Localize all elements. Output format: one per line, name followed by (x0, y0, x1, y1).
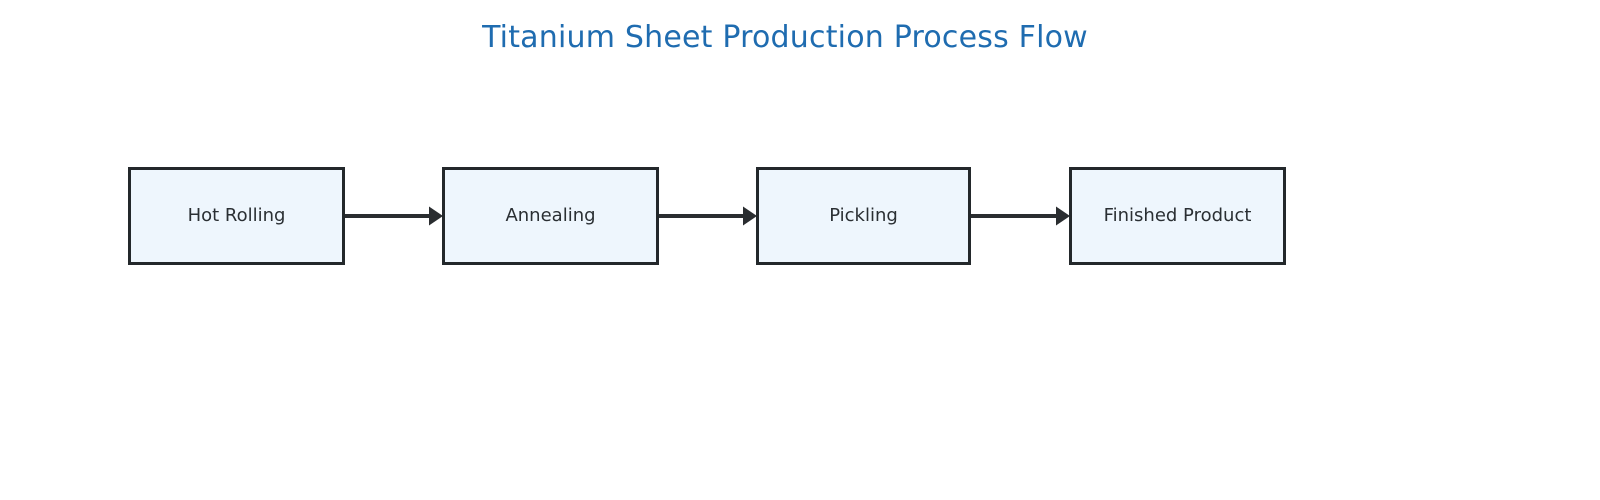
flow-node-label: Annealing (505, 205, 596, 226)
flow-connector-hot-rolling-to-annealing (345, 202, 443, 230)
arrow-right-icon (345, 206, 443, 226)
flow-node-pickling[interactable]: Pickling (756, 167, 971, 265)
arrow-right-icon (659, 206, 757, 226)
page-title: Titanium Sheet Production Process Flow (482, 20, 1088, 55)
flow-node-label: Hot Rolling (187, 205, 286, 226)
arrow-right-icon (971, 206, 1070, 226)
flow-connector-annealing-to-pickling (659, 202, 757, 230)
flow-node-label: Pickling (829, 205, 898, 226)
flow-connector-pickling-to-finished-product (971, 202, 1070, 230)
flow-node-label: Finished Product (1103, 205, 1252, 226)
flow-node-finished-product[interactable]: Finished Product (1069, 167, 1286, 265)
flow-node-hot-rolling[interactable]: Hot Rolling (128, 167, 345, 265)
flow-node-annealing[interactable]: Annealing (442, 167, 659, 265)
